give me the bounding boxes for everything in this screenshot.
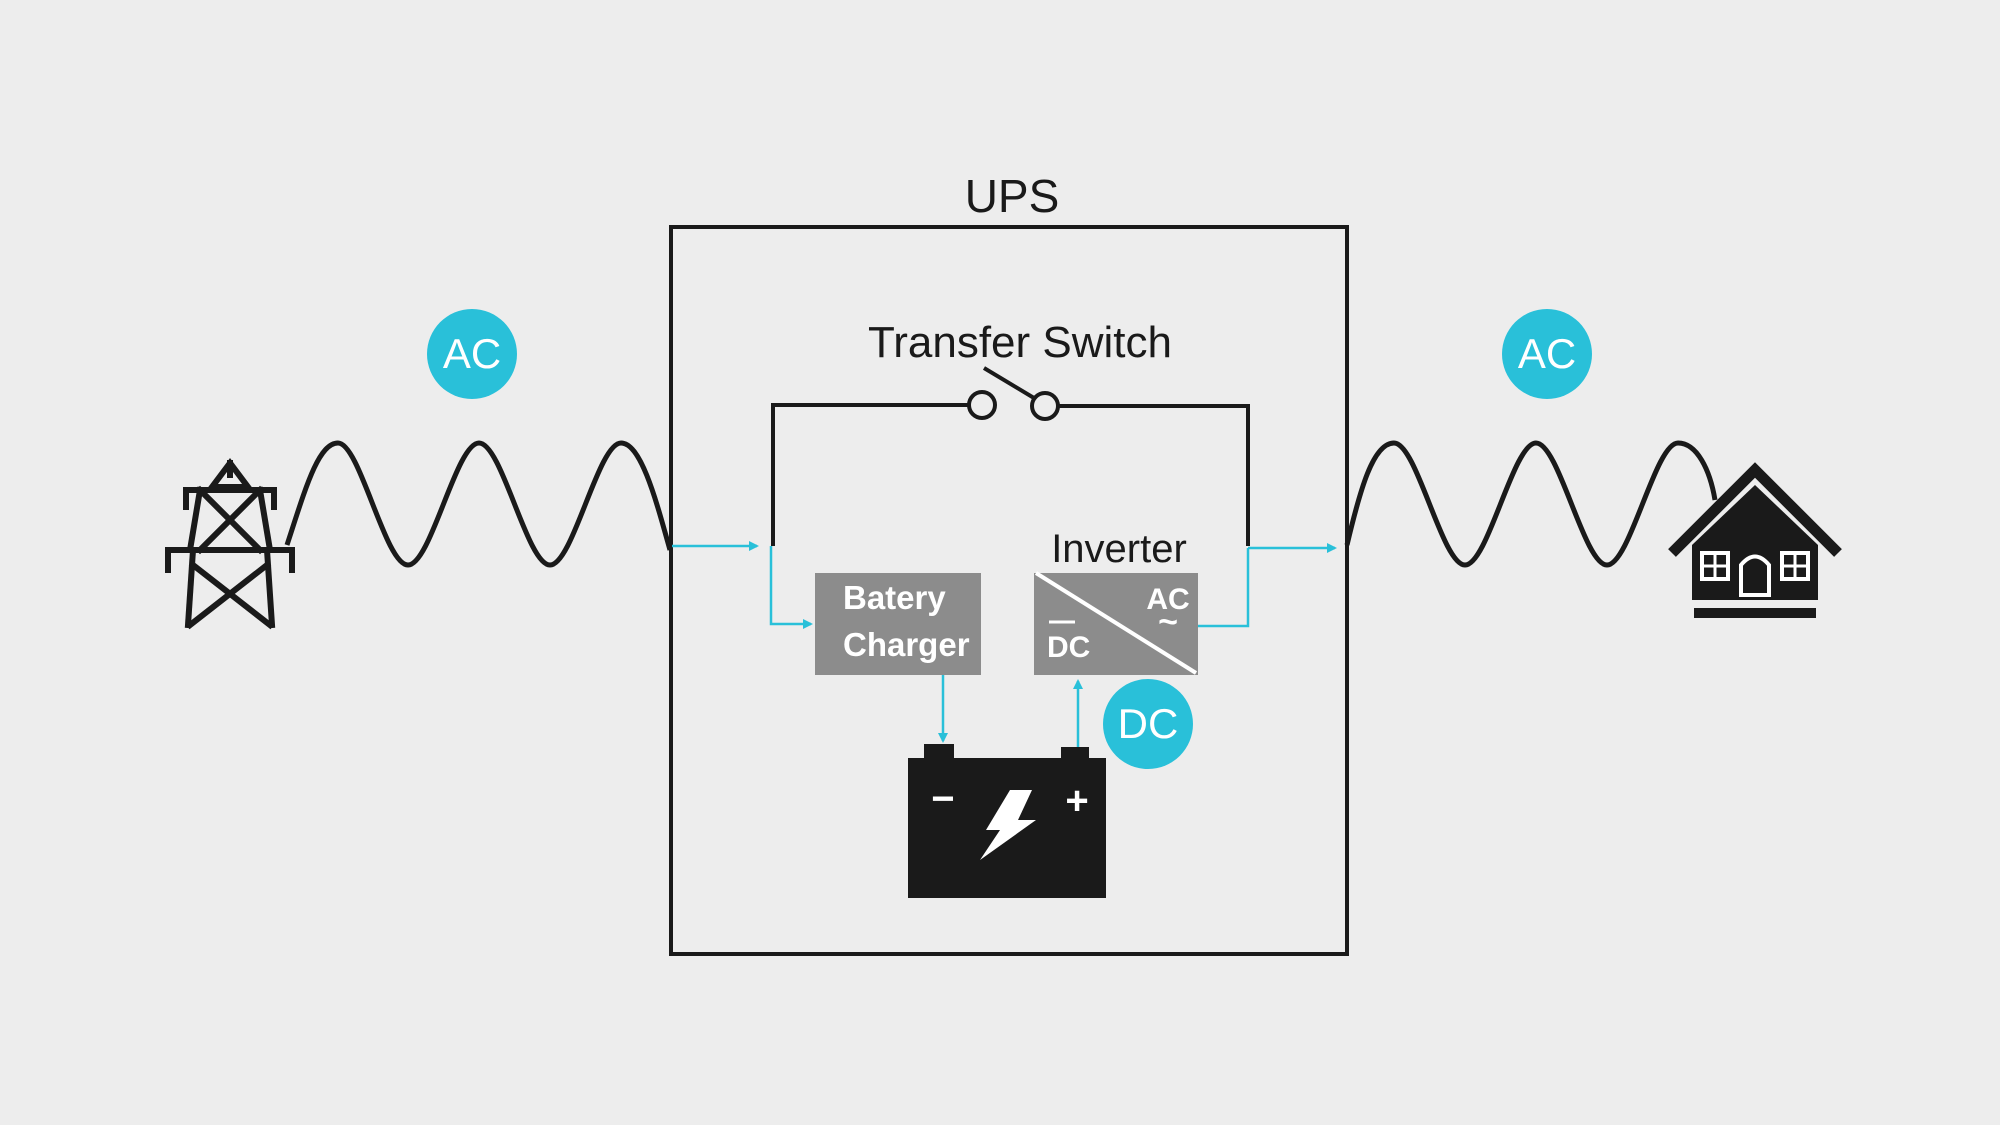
svg-text:AC: AC <box>443 330 501 377</box>
dc-badge: DC <box>1103 679 1193 769</box>
inverter-label: Inverter <box>1051 527 1187 571</box>
inverter-output-line <box>1198 548 1250 628</box>
input-ac-badge: AC <box>427 309 517 399</box>
svg-text:AC: AC <box>1518 330 1576 377</box>
house-icon <box>1668 462 1842 618</box>
output-ac-badge: AC <box>1502 309 1592 399</box>
battery-icon: − + <box>908 744 1106 898</box>
transfer-switch-label: Transfer Switch <box>868 318 1172 367</box>
power-tower-icon <box>165 458 295 630</box>
svg-text:Batery: Batery <box>843 579 946 616</box>
inverter: AC ~ DC <box>1034 571 1198 675</box>
ups-label: UPS <box>965 170 1060 222</box>
output-ac-wave <box>1344 440 1718 568</box>
svg-text:Charger: Charger <box>843 626 970 663</box>
svg-text:AC: AC <box>1146 583 1189 616</box>
input-ac-wave <box>284 440 673 568</box>
ups-enclosure <box>669 225 1349 956</box>
svg-text:DC: DC <box>1047 631 1090 664</box>
svg-text:+: + <box>1065 779 1088 823</box>
svg-text:~: ~ <box>1158 603 1178 641</box>
svg-text:−: − <box>931 777 954 821</box>
transfer-switch <box>771 366 1250 546</box>
battery-charger: Batery Charger <box>815 573 981 675</box>
svg-text:DC: DC <box>1118 700 1179 747</box>
signal-lines <box>672 541 1337 748</box>
charger-feed-arrow <box>769 546 813 629</box>
